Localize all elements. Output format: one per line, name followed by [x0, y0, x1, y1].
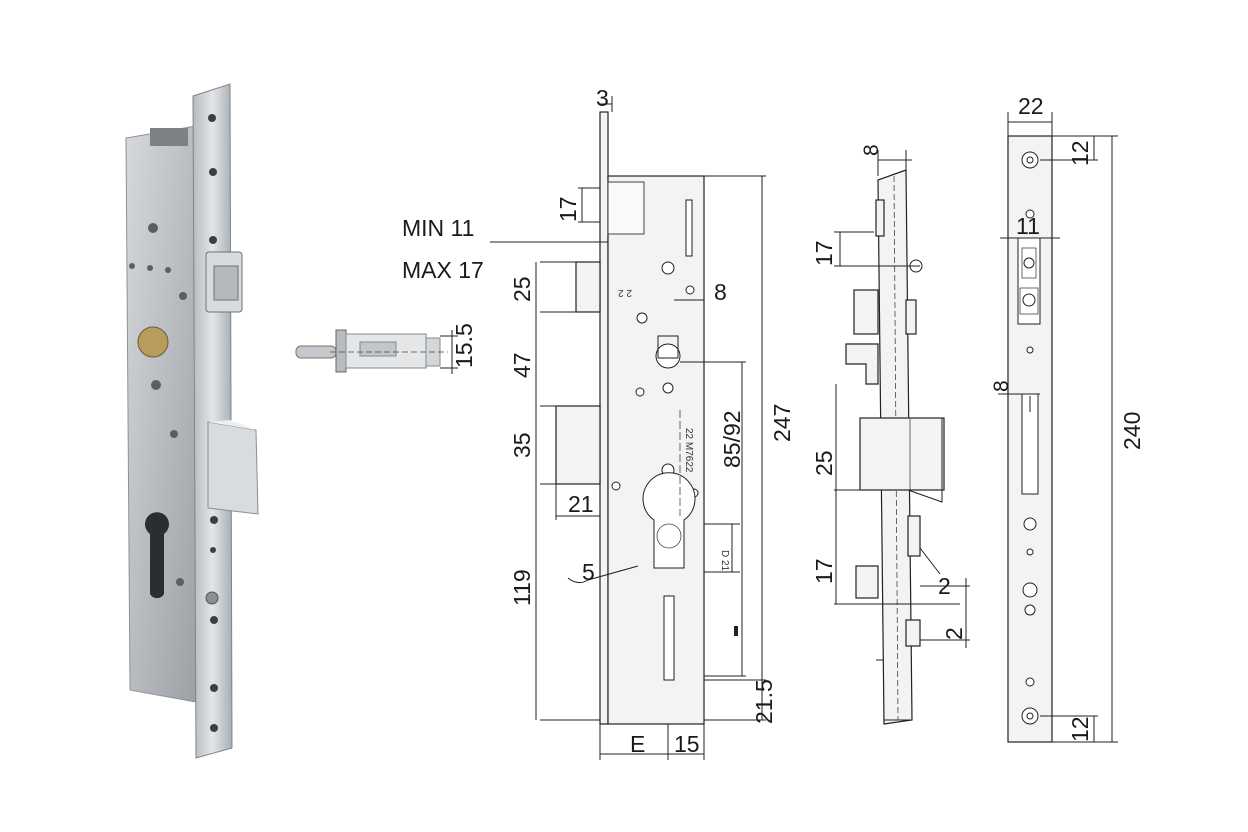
- label-max: MAX 17: [402, 257, 484, 283]
- label-2b: 2: [941, 627, 967, 640]
- label-15: 15: [674, 731, 700, 757]
- label-3: 3: [596, 85, 609, 111]
- label-240: 240: [1119, 412, 1145, 450]
- label-17-top: 17: [555, 196, 581, 222]
- label-5: 5: [582, 559, 595, 585]
- label-21-5: 21.5: [751, 679, 777, 724]
- label-bolt-height: 15.5: [451, 323, 477, 368]
- faceplate-view: [998, 112, 1118, 743]
- stamp-c: D 21: [719, 550, 730, 572]
- label-119: 119: [509, 569, 535, 606]
- label-25: 25: [509, 276, 535, 302]
- front-view: 22 M7622 2 2 D 21: [490, 96, 766, 760]
- label-E: E: [630, 731, 645, 757]
- label-12-top: 12: [1067, 140, 1093, 166]
- label-12-bottom: 12: [1067, 716, 1093, 742]
- lock-photo: [125, 83, 259, 759]
- label-17-side: 17: [811, 240, 837, 266]
- label-25-side: 25: [811, 450, 837, 476]
- label-2a: 2: [938, 573, 951, 599]
- label-8-center: 8: [714, 279, 727, 305]
- label-47: 47: [509, 352, 535, 378]
- label-min: MIN 11: [402, 215, 474, 241]
- label-8-side: 8: [860, 144, 883, 156]
- label-11: 11: [1016, 213, 1040, 239]
- label-247: 247: [769, 404, 795, 442]
- latch-bolt-photo: [295, 329, 458, 374]
- label-85-92: 85/92: [719, 410, 745, 468]
- label-35: 35: [509, 432, 535, 458]
- stamp-a: 22 M7622: [683, 428, 694, 473]
- label-17-side-2: 17: [811, 558, 837, 584]
- stamp-b: 2 2: [618, 287, 632, 298]
- label-8-plate: 8: [990, 380, 1013, 392]
- label-21: 21: [568, 491, 594, 517]
- label-22: 22: [1018, 93, 1044, 119]
- side-view: [834, 150, 970, 725]
